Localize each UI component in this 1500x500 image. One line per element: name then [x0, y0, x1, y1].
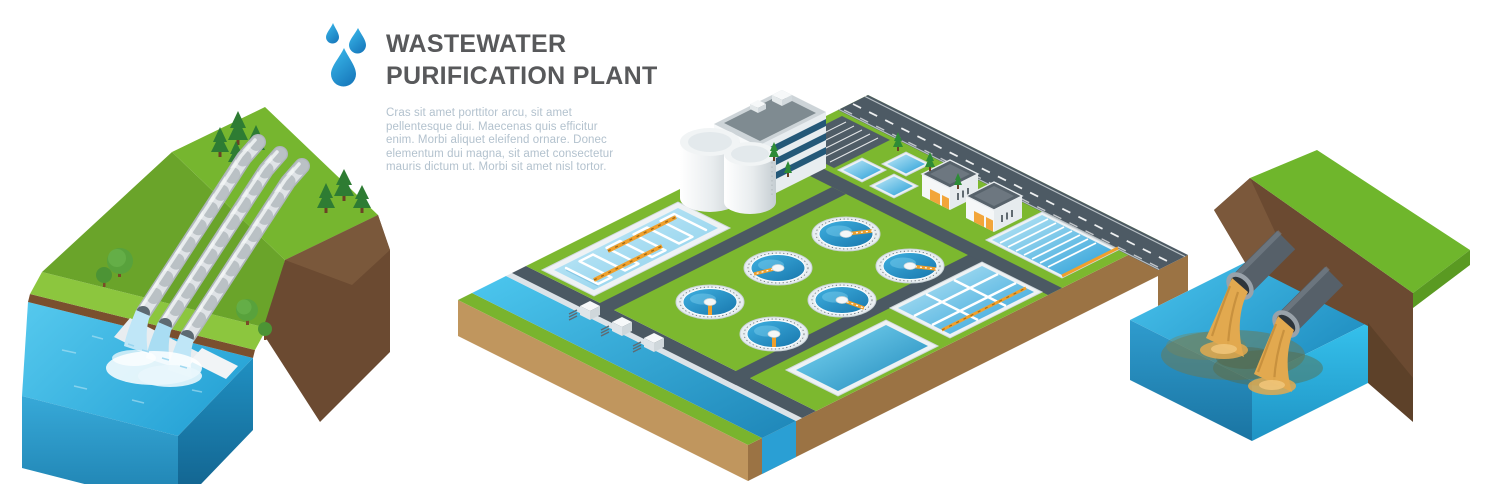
- drop-medium: [349, 28, 366, 54]
- hill-soil-face: [262, 215, 390, 422]
- soil-cliff: [1214, 178, 1413, 382]
- water-sparkles: [61, 335, 203, 404]
- pipe: [158, 146, 288, 332]
- roof-hvac-unit: [750, 100, 766, 113]
- roof-hvac-unit: [772, 90, 792, 106]
- title-line-1: WASTEWATER: [386, 30, 567, 58]
- road-basin-clarifier: [586, 187, 846, 317]
- pool-walkway: [1061, 246, 1119, 278]
- pollution-plume: [1161, 330, 1323, 386]
- clarifier-tank: [675, 284, 745, 320]
- service-building: [920, 159, 980, 210]
- storage-tank: [724, 142, 776, 214]
- clarifier-tanks: [675, 216, 945, 352]
- embankment: [1214, 150, 1470, 422]
- round-trees: [96, 248, 272, 340]
- small-pool: [880, 151, 932, 177]
- building-roof-rim: [714, 90, 826, 146]
- highway-dashed-line: [852, 103, 1176, 266]
- clean-water-splash: [106, 306, 202, 387]
- header: WASTEWATER PURIFICATION PLANT Cras sit a…: [322, 20, 658, 175]
- small-pools: [836, 151, 932, 199]
- plant-river: [472, 276, 796, 438]
- clarifier-tank: [739, 316, 809, 352]
- platform-earth-sides: [458, 240, 1158, 481]
- clarifier-tank: [875, 248, 945, 284]
- service-buildings: [920, 159, 1024, 232]
- plant-conifers: [769, 132, 962, 189]
- building-stripes: [758, 119, 826, 188]
- pool-dividers: [913, 272, 1017, 327]
- small-pool: [836, 157, 888, 183]
- lane-pool: [984, 211, 1120, 279]
- clarifier-tank: [807, 282, 877, 318]
- pump-box: [632, 333, 664, 353]
- discharge-pipe: [1272, 266, 1344, 338]
- building-right-wall: [758, 112, 826, 202]
- parking-lines: [797, 121, 879, 163]
- river-overflow: [762, 421, 796, 474]
- river-bank: [28, 272, 267, 358]
- internal-roads: [586, 163, 1062, 385]
- clarifier-tank: [811, 216, 881, 252]
- pipe: [180, 158, 310, 344]
- road-lower: [722, 248, 996, 385]
- pump-box: [600, 317, 632, 337]
- dirty-stream: [1200, 278, 1248, 359]
- soil-cliff-facet: [1214, 178, 1276, 264]
- building-stripes: [714, 131, 758, 188]
- dirty-water-streams: [1200, 278, 1296, 395]
- grass-edge-face: [1413, 250, 1470, 308]
- river-water: [22, 302, 253, 484]
- building-left-wall: [714, 124, 758, 202]
- outfall-pads: [114, 318, 238, 379]
- polluted-discharge-illustration: [1130, 150, 1470, 441]
- storage-tanks: [680, 128, 776, 214]
- drop-large: [331, 48, 356, 87]
- aeration-basin: [540, 201, 732, 297]
- clarifier-tank: [743, 250, 813, 286]
- pool-walkway: [941, 286, 1027, 332]
- highway: [838, 95, 1188, 306]
- drop-small: [326, 23, 339, 44]
- highway-dashed-line: [843, 109, 1167, 272]
- clean-water-pipes: [136, 134, 310, 344]
- parking-lot: [786, 116, 890, 168]
- office-building: [714, 90, 826, 202]
- pipe: [136, 134, 266, 320]
- riverside-road: [512, 266, 816, 418]
- description-text: Cras sit amet porttitor arcu, sit amet p…: [386, 107, 614, 173]
- discharge-pipes: [1226, 230, 1344, 338]
- lane-lines: [999, 218, 1097, 268]
- hill-soil-facet: [285, 215, 390, 285]
- pump-box: [568, 301, 600, 321]
- header-text: WASTEWATER PURIFICATION PLANT Cras sit a…: [386, 20, 658, 175]
- serpentine-channel: [564, 212, 708, 286]
- basin-walkways: [593, 215, 677, 282]
- building-roof: [724, 95, 816, 141]
- dirty-stream: [1248, 316, 1296, 395]
- water-drops-icon: [326, 23, 366, 87]
- title-line-2: PURIFICATION PLANT: [386, 62, 658, 90]
- small-pool: [868, 173, 920, 199]
- river-water: [1130, 262, 1368, 441]
- service-building: [964, 181, 1024, 232]
- storage-tank: [680, 128, 740, 212]
- river-curb: [506, 273, 802, 421]
- divided-treatment-pool: [888, 261, 1044, 339]
- final-settling-pool: [784, 319, 940, 397]
- soil-lower-ledge: [1368, 323, 1413, 422]
- page-title: WASTEWATER PURIFICATION PLANT: [386, 28, 658, 92]
- hill-slope: [42, 152, 285, 328]
- pump-stations: [568, 301, 664, 353]
- grass-top: [1250, 150, 1470, 293]
- river-bank-strip: [458, 293, 762, 445]
- road-middle-vertical: [798, 163, 1062, 295]
- discharge-pipe: [1226, 230, 1296, 300]
